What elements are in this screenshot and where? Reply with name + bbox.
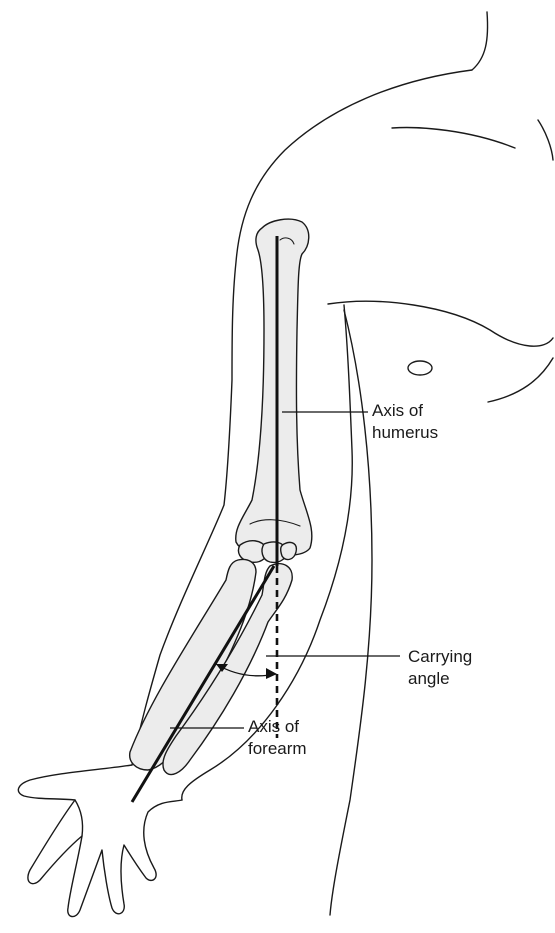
chest-line: [328, 301, 553, 346]
carrying-angle-label-line-2: angle: [408, 668, 472, 690]
humerus-label-line-2: humerus: [372, 422, 438, 444]
humerus-bone: [236, 219, 312, 555]
torso-side-line: [330, 310, 372, 915]
carrying-angle-label: Carrying angle: [408, 646, 472, 690]
hand-outline: [18, 765, 182, 917]
shoulder-curve: [538, 120, 553, 160]
clavicle-line: [392, 128, 515, 148]
joint-bone-3: [281, 542, 297, 559]
pectoral-line: [488, 358, 553, 402]
thumb-crease: [75, 800, 83, 836]
forearm-label-line-1: Axis of: [248, 716, 307, 738]
arc-arrowhead-right: [266, 668, 277, 679]
neck-line: [472, 12, 488, 70]
nipple-icon: [408, 361, 432, 375]
axis-of-humerus-label: Axis of humerus: [372, 400, 438, 444]
humerus-label-line-1: Axis of: [372, 400, 438, 422]
forearm-axis-line: [132, 566, 274, 802]
elbow-joint: [238, 541, 296, 563]
carrying-angle-label-line-1: Carrying: [408, 646, 472, 668]
axis-of-forearm-label: Axis of forearm: [248, 716, 307, 760]
forearm-label-line-2: forearm: [248, 738, 307, 760]
humerus-shape: [236, 219, 312, 555]
